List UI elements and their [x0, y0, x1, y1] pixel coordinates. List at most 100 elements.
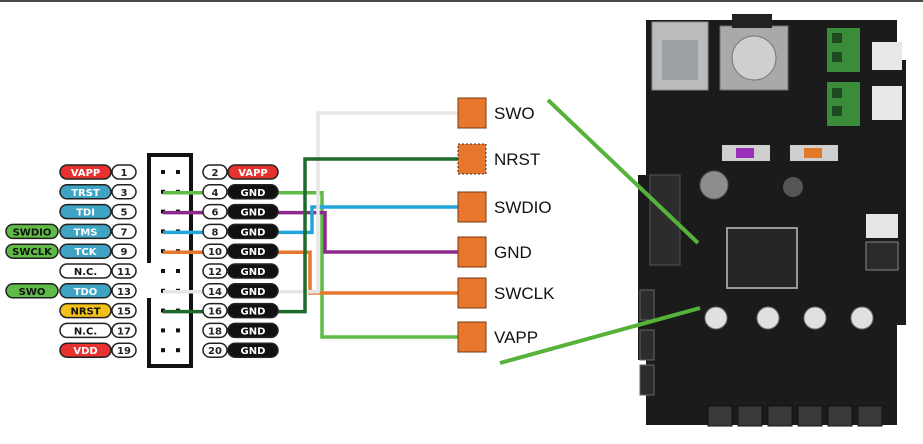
pin-label: TDO: [74, 287, 98, 298]
left-pin-15: 15 NRST: [59, 302, 137, 319]
pin-label-pill: [227, 243, 279, 259]
right-pin-16: 16 GND: [202, 302, 279, 319]
pin-number-pill: [111, 283, 137, 299]
pin-number: 7: [121, 227, 128, 238]
left-pin-17: 17N.C.: [59, 322, 137, 339]
pin-label-pill: [227, 263, 279, 279]
pin-number: 10: [208, 247, 222, 258]
left-pin-11: 11N.C.: [59, 263, 137, 279]
pin-number: 16: [208, 307, 222, 318]
pin-number-pill: [202, 322, 228, 339]
target-pad: [457, 97, 487, 129]
swo-leader-line: [546, 98, 700, 245]
pin-number-pill: [111, 263, 137, 279]
pin-label: GND: [241, 307, 266, 318]
header-pin-dots: [161, 170, 180, 353]
target-pad: [457, 277, 487, 309]
target-pad: [457, 236, 487, 268]
right-pin-10: 10 GND: [202, 243, 279, 259]
pin-label: TCK: [75, 247, 98, 258]
left-pin-13: 13 TDO SWO: [5, 283, 137, 299]
pin-label-pill: [59, 164, 112, 180]
vapp-leader-line: [499, 306, 701, 365]
target-pin-nrst: NRST: [457, 143, 540, 175]
right-pin-6: 6 GND: [202, 203, 279, 220]
pin-label-pill: [227, 283, 279, 299]
pin-number-pill: [111, 203, 137, 220]
target-pad: [457, 321, 487, 353]
pin-number-pill: [202, 263, 228, 279]
target-label: SWO: [494, 104, 535, 123]
pin-number: 4: [212, 188, 219, 199]
pin-label: GND: [241, 267, 266, 278]
pin-label: VAPP: [238, 168, 267, 179]
pin-number: 15: [117, 307, 131, 318]
right-pin-2: 2 VAPP: [202, 164, 279, 180]
right-pin-4: 4 GND: [202, 184, 279, 200]
pin-label-pill: [227, 302, 279, 319]
pin-label: GND: [241, 227, 266, 238]
header-pin-dot: [161, 170, 165, 174]
pin-label: GND: [241, 247, 266, 258]
pin-label-pill: [227, 203, 279, 220]
pin-number-pill: [202, 223, 228, 240]
pin-label-pill: [59, 302, 112, 319]
pin-number: 6: [212, 208, 219, 219]
target-label: GND: [494, 243, 532, 262]
pin-label: VAPP: [71, 168, 100, 179]
target-label: SWDIO: [494, 198, 552, 217]
pin-label-pill: [59, 283, 112, 299]
pin-label: GND: [241, 326, 266, 337]
pin-label: TDI: [76, 208, 95, 219]
alt-label-pill: [5, 223, 59, 240]
pin-label-pill: [227, 342, 279, 358]
pin-label: N.C.: [74, 267, 97, 278]
pin-label: NRST: [70, 307, 100, 318]
header-pin-dot: [176, 328, 180, 333]
pin-number-pill: [111, 243, 137, 259]
target-pin-swdio: SWDIO: [457, 191, 552, 223]
pin-label: TMS: [74, 227, 98, 238]
header-pin-dot: [176, 348, 180, 353]
pin-number-pill: [111, 302, 137, 319]
pin-number-pill: [202, 283, 228, 299]
pin-label-pill: [227, 223, 279, 240]
target-label: SWCLK: [494, 284, 555, 303]
header-pin-dot: [161, 348, 165, 353]
pin-number: 12: [208, 267, 222, 278]
right-pin-12: 12 GND: [202, 263, 279, 279]
pin-label-pill: [59, 184, 112, 200]
pin-label-pill: [227, 322, 279, 339]
pin-number: 13: [117, 287, 131, 298]
pin-label-pill: [59, 342, 112, 358]
pin-number: 1: [121, 168, 128, 179]
left-pin-labels: 1VAPP3TRST5TDI7TMSSWDIO9TCKSWCLK11N.C.13…: [5, 164, 137, 358]
target-pin-vapp: VAPP: [457, 321, 538, 353]
pin-number-pill: [111, 164, 137, 180]
pin-number-pill: [111, 223, 137, 240]
pin-label: GND: [241, 346, 266, 357]
pin-number-pill: [111, 322, 137, 339]
header-pin-dot: [161, 328, 165, 333]
alt-pin-label: SWCLK: [12, 247, 53, 258]
pin-number-pill: [202, 243, 228, 259]
pin-number: 18: [208, 326, 222, 337]
alt-pin-label: SWO: [19, 287, 46, 298]
pin-number: 19: [117, 346, 131, 357]
pin-number-pill: [202, 302, 228, 319]
right-pin-18: 18 GND: [202, 322, 279, 339]
pin-label: GND: [241, 188, 266, 199]
target-label: VAPP: [494, 328, 538, 347]
pin-label: GND: [241, 208, 266, 219]
target-label: NRST: [494, 150, 540, 169]
pin-number: 2: [212, 168, 219, 179]
target-pin-gnd: GND: [457, 236, 532, 268]
